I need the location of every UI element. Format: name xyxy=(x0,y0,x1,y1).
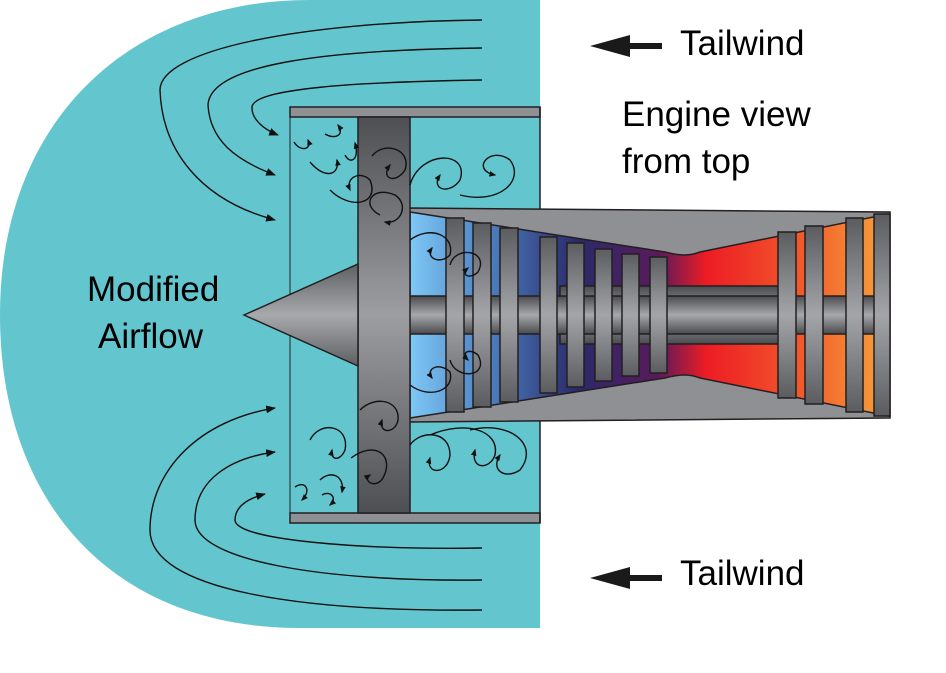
streamlines-bottom xyxy=(149,405,483,611)
streamline xyxy=(251,79,483,136)
compressor xyxy=(445,217,668,413)
streamline xyxy=(159,19,483,222)
compressor-blade xyxy=(499,227,519,403)
compressor-blade xyxy=(621,253,640,377)
vortex xyxy=(309,427,347,459)
streamlines-top xyxy=(159,19,483,222)
vortex xyxy=(409,157,463,190)
streamline xyxy=(234,492,483,549)
vortex xyxy=(294,483,308,501)
nose-cone xyxy=(242,262,359,368)
vortex xyxy=(350,449,388,485)
streamline xyxy=(149,405,483,611)
turbine-blade xyxy=(845,217,864,413)
arrow-left-icon xyxy=(590,35,630,57)
compressor-blade xyxy=(594,248,613,382)
nacelle-top xyxy=(289,106,541,118)
turbine xyxy=(777,213,891,417)
vortex xyxy=(344,141,360,161)
nacelle-bottom xyxy=(289,512,541,524)
vortex xyxy=(309,158,341,175)
vortex xyxy=(369,191,404,226)
turbine-blade xyxy=(873,213,891,417)
tailwind-arrow-bottom xyxy=(590,567,662,589)
vortex xyxy=(409,366,452,393)
vortex xyxy=(359,400,399,432)
view-label-line2: from top xyxy=(622,142,751,181)
tailwind-label-top: Tailwind xyxy=(680,24,805,63)
airflow-label-line1: Modified xyxy=(87,270,220,309)
airflow-label-line2: Airflow xyxy=(98,317,204,356)
recirculation-vortices xyxy=(293,123,527,506)
vortex xyxy=(409,434,451,472)
tailwind-arrow-top xyxy=(590,35,662,57)
compressor-blade xyxy=(649,256,668,374)
tailwind-label-bottom: Tailwind xyxy=(680,554,805,593)
view-label-line1: Engine view xyxy=(622,95,811,134)
vortex xyxy=(449,251,481,277)
fan xyxy=(357,116,411,514)
vortex xyxy=(459,154,516,198)
streamline xyxy=(194,449,483,581)
vortex xyxy=(469,427,527,475)
vortex xyxy=(321,492,337,506)
vortex xyxy=(329,174,373,204)
arrow-left-icon xyxy=(590,567,630,589)
vortex xyxy=(409,232,452,261)
turbine-blade xyxy=(777,231,797,399)
compressor-blade xyxy=(539,236,558,394)
vortex xyxy=(293,138,313,150)
vortex xyxy=(449,350,481,375)
streamline xyxy=(207,47,483,176)
turbine-blade xyxy=(804,225,824,405)
vortex xyxy=(371,147,407,180)
compressor-blade xyxy=(566,242,585,388)
vortex xyxy=(324,123,344,138)
compressor-blade xyxy=(472,222,492,408)
vortex xyxy=(319,474,346,494)
